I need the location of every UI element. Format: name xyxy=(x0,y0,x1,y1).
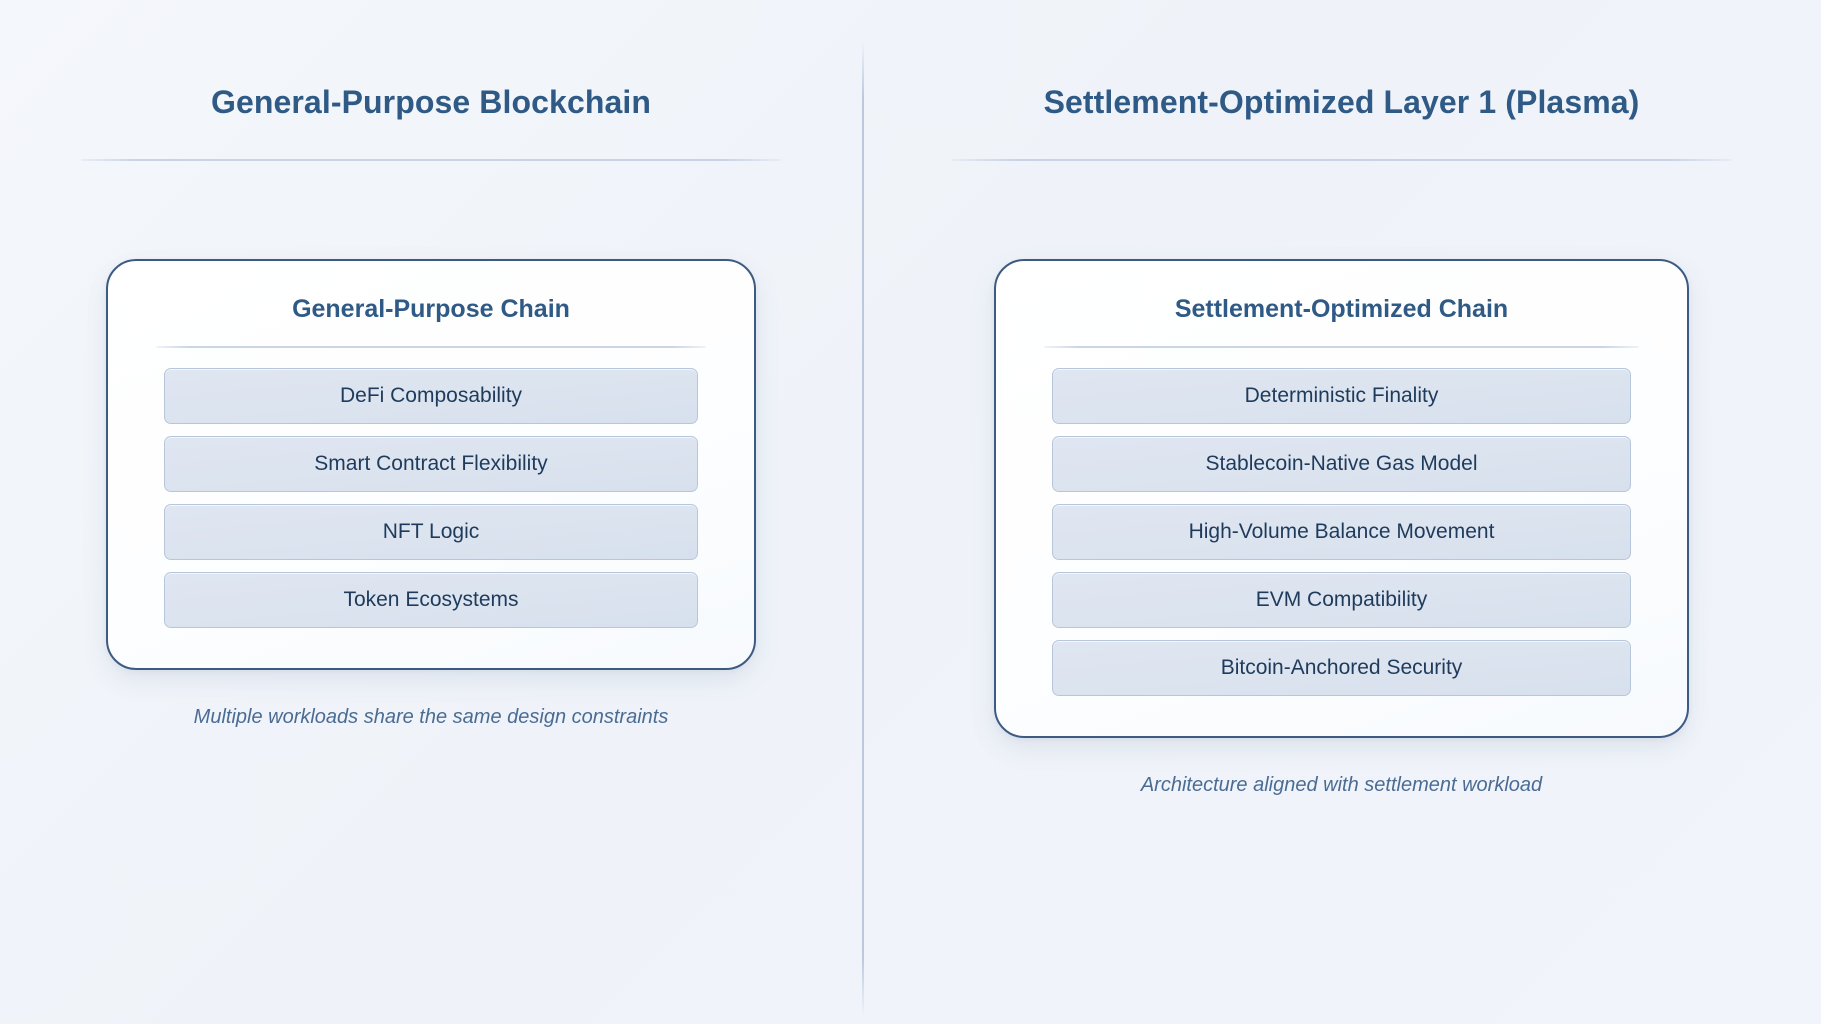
panel-settlement-optimized: Settlement-Optimized Layer 1 (Plasma) Se… xyxy=(862,0,1821,1024)
panel-left-heading: General-Purpose Blockchain xyxy=(210,84,652,120)
list-item[interactable]: Stablecoin-Native Gas Model xyxy=(1052,436,1631,492)
general-purpose-card-title: General-Purpose Chain xyxy=(292,295,570,323)
panel-right-heading-rule xyxy=(951,159,1732,161)
panel-right-caption: Architecture aligned with settlement wor… xyxy=(1140,774,1543,796)
panel-left-heading-rule xyxy=(81,159,781,161)
list-item[interactable]: Bitcoin-Anchored Security xyxy=(1052,640,1631,696)
panel-divider xyxy=(862,40,864,1016)
general-purpose-feature-list: DeFi Composability Smart Contract Flexib… xyxy=(144,368,718,628)
list-item[interactable]: Token Ecosystems xyxy=(164,572,698,628)
list-item[interactable]: Smart Contract Flexibility xyxy=(164,436,698,492)
general-purpose-card-rule xyxy=(156,346,706,348)
settlement-optimized-card-title: Settlement-Optimized Chain xyxy=(1174,295,1509,323)
settlement-optimized-chain-card: Settlement-Optimized Chain Deterministic… xyxy=(994,259,1689,738)
settlement-optimized-card-rule xyxy=(1044,346,1639,348)
general-purpose-chain-card: General-Purpose Chain DeFi Composability… xyxy=(106,259,756,670)
list-item[interactable]: DeFi Composability xyxy=(164,368,698,424)
list-item[interactable]: High-Volume Balance Movement xyxy=(1052,504,1631,560)
list-item[interactable]: Deterministic Finality xyxy=(1052,368,1631,424)
list-item[interactable]: NFT Logic xyxy=(164,504,698,560)
settlement-optimized-feature-list: Deterministic Finality Stablecoin-Native… xyxy=(1032,368,1651,696)
panel-general-purpose: General-Purpose Blockchain General-Purpo… xyxy=(0,0,862,1024)
panel-right-heading: Settlement-Optimized Layer 1 (Plasma) xyxy=(1043,84,1640,120)
panel-left-caption: Multiple workloads share the same design… xyxy=(193,706,669,728)
list-item[interactable]: EVM Compatibility xyxy=(1052,572,1631,628)
